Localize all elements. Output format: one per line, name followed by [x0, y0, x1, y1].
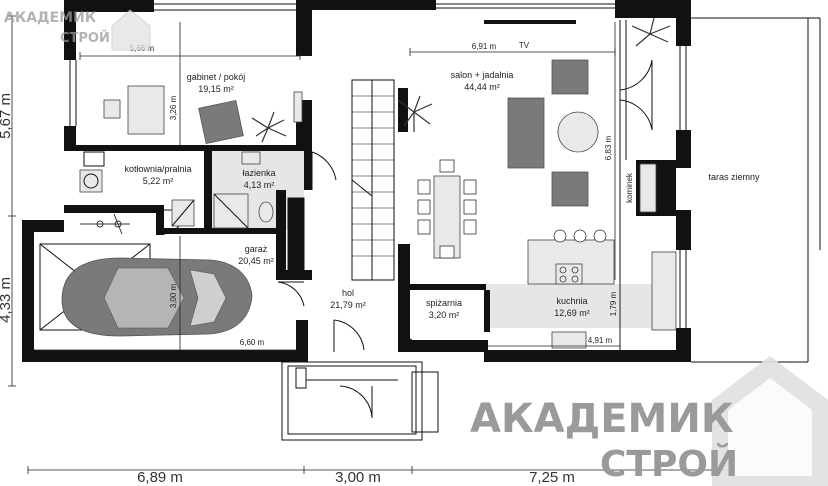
sofa	[507, 97, 545, 169]
room-hol-area: 21,79 m²	[330, 300, 366, 310]
dining-chairs	[417, 159, 477, 259]
sink	[551, 331, 587, 349]
washing-machine	[79, 169, 103, 193]
dim-garage-width: 6,60 m	[240, 338, 265, 347]
room-kotlownia-area: 5,22 m²	[143, 176, 174, 186]
plant	[251, 111, 287, 143]
office-furniture	[103, 85, 303, 145]
gas-meter	[80, 213, 130, 235]
plant-salon	[397, 17, 671, 132]
armchair-bottom	[551, 171, 589, 207]
room-salon-name: salon + jadalnia	[451, 70, 514, 80]
room-salon-area: 44,44 m²	[464, 82, 500, 92]
bench	[411, 371, 439, 433]
hob	[555, 263, 583, 285]
room-spizarnia-area: 3,20 m²	[429, 310, 460, 320]
room-spizarnia-name: spiżarnia	[426, 298, 462, 308]
dim-left-upper: 5,67 m	[0, 93, 14, 139]
kitchen-furniture	[527, 163, 677, 349]
dim-bottom-mid: 3,00 m	[335, 469, 381, 486]
fireplace	[639, 163, 657, 213]
terrace-outline	[691, 17, 821, 363]
room-hol-name: hol	[342, 288, 354, 298]
desk	[127, 85, 165, 135]
tv-label: TV	[519, 41, 530, 50]
bathroom-fixtures	[213, 151, 274, 229]
dim-gabinet-depth: 3,26 m	[169, 95, 178, 120]
desk-chair	[103, 99, 121, 119]
dim-kitchen-width: 4,91 m	[588, 336, 613, 345]
dim-left-lower: 4,33 m	[0, 277, 14, 323]
svg-text:АКАДЕМИК: АКАДЕМИК	[4, 10, 97, 26]
armchair	[198, 99, 244, 145]
boiler-fixtures	[79, 151, 195, 235]
svg-text:СТРОЙ: СТРОЙ	[60, 30, 110, 46]
staircase	[351, 79, 395, 281]
watermark-logo-large: АКАДЕМИК СТРОЙ	[470, 356, 828, 486]
washbasin	[241, 151, 261, 165]
room-gabinet-area: 19,15 m²	[198, 84, 234, 94]
watermark-top-text: АКАДЕМИК	[470, 396, 734, 442]
room-garaz-area: 20,45 m²	[238, 256, 274, 266]
dim-salon-depth: 6,83 m	[604, 135, 613, 160]
room-kotlownia-name: kotłownia/pralnia	[124, 164, 191, 174]
dimension-lines	[8, 15, 807, 474]
dim-garage-depth: 3,00 m	[169, 283, 178, 308]
room-taras-name: taras ziemny	[708, 172, 760, 182]
car	[39, 243, 253, 337]
room-kuchnia-name: kuchnia	[556, 296, 587, 306]
room-garaz-name: garaż	[245, 244, 268, 254]
dim-salon-width: 6,91 m	[472, 42, 497, 51]
watermark-bottom-text: СТРОЙ	[600, 443, 738, 485]
room-lazienka-area: 4,13 m²	[244, 180, 275, 190]
dim-kitchen-depth: 1,79 m	[609, 291, 618, 316]
kominek-label: kominek	[625, 172, 634, 203]
kitchen-floor	[486, 284, 656, 328]
room-lazienka-name: łazienka	[242, 168, 275, 178]
living-furniture	[397, 17, 671, 259]
room-gabinet-name: gabinet / pokój	[187, 72, 246, 82]
tv	[484, 20, 576, 24]
dining-table	[433, 175, 461, 259]
house-logo-icon	[111, 9, 151, 51]
coffee-table	[557, 111, 599, 153]
armchair-top	[551, 59, 589, 95]
window-lines	[25, 3, 687, 350]
toilet	[258, 201, 274, 223]
dim-bottom-right: 7,25 m	[529, 469, 575, 486]
room-kuchnia-area: 12,69 m²	[554, 308, 590, 318]
dim-bottom-left: 6,89 m	[137, 469, 183, 486]
porch-column	[295, 367, 307, 389]
entrance-porch	[281, 361, 439, 441]
watermark-logo-small: АКАДЕМИК СТРОЙ	[4, 9, 151, 51]
